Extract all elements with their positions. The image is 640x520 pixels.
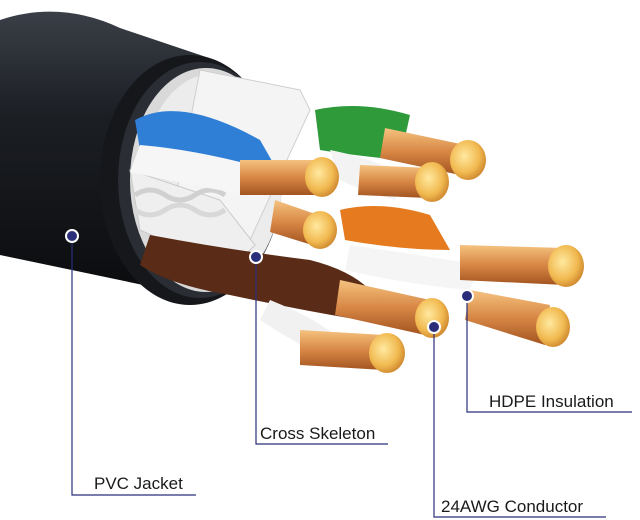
hdpe-dot — [460, 289, 474, 303]
leader-hdpe — [466, 296, 632, 413]
conductor-end — [369, 333, 405, 373]
conductor-label: 24AWG Conductor — [441, 497, 584, 516]
leader-pvc — [71, 236, 196, 496]
orange-wire — [340, 206, 480, 290]
conductor-end — [548, 245, 584, 287]
leader-dots — [65, 229, 474, 334]
conductor-end — [536, 307, 570, 347]
conductor-end — [303, 211, 337, 249]
pvc-jacket-label: PVC Jacket — [94, 474, 183, 493]
blue-wire — [130, 111, 280, 198]
pvc-dot — [65, 229, 79, 243]
conductor-end — [415, 162, 449, 202]
cross-dot — [249, 250, 263, 264]
leader-conductor — [433, 327, 606, 518]
cross-skeleton-label: Cross Skeleton — [260, 424, 376, 443]
leader-cross — [255, 257, 388, 445]
conductor-end — [450, 140, 486, 180]
copper-conductors — [240, 128, 584, 373]
conductor-dot — [427, 320, 441, 334]
conductor-end — [305, 157, 339, 197]
hdpe-insulation-label: HDPE Insulation — [489, 392, 614, 411]
leader-lines — [71, 236, 632, 518]
